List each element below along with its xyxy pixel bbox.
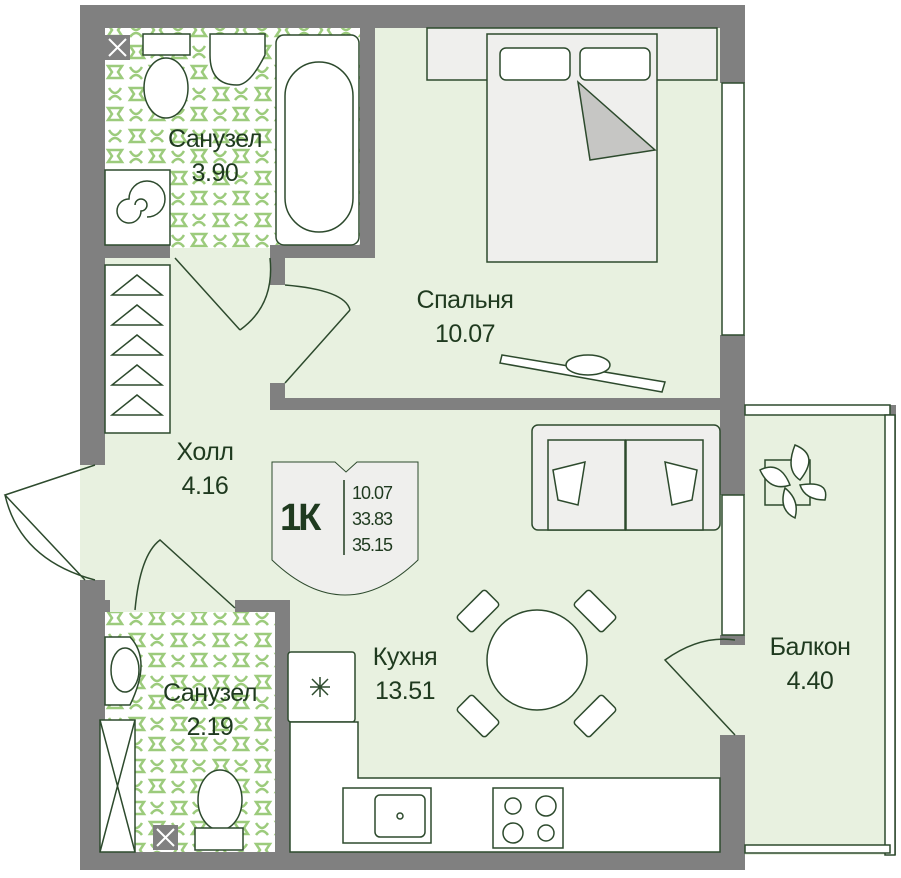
room-area: 10.07	[434, 320, 496, 348]
room-label-bedroom: Спальня 10.07	[390, 283, 540, 351]
living-area: 10.07	[352, 483, 393, 503]
room-label-hall: Холл 4.16	[150, 435, 260, 503]
room-name: Санузел	[163, 679, 257, 707]
room-label-balcony: Балкон 4.40	[750, 630, 870, 698]
bathroom-1-fixtures	[104, 33, 360, 246]
sink-icon	[209, 33, 266, 86]
plant-icon	[759, 444, 827, 520]
apartment-badge	[271, 461, 419, 596]
washing-machine-icon	[104, 169, 171, 246]
sofa-icon	[531, 424, 721, 531]
room-label-bathroom-2: Санузел 2.19	[145, 676, 275, 744]
room-area: 4.16	[181, 472, 229, 500]
dining-table-icon	[456, 589, 617, 738]
room-label-kitchen: Кухня 13.51	[345, 640, 465, 708]
room-name: Кухня	[372, 643, 438, 671]
bed-icon	[426, 27, 718, 263]
room-label-bathroom-1: Санузел 3.90	[150, 122, 280, 190]
room-area: 4.40	[786, 667, 834, 695]
kitchen-counter	[289, 721, 721, 853]
total-area: 33.83	[352, 509, 393, 529]
doors	[3, 257, 736, 736]
total-area-with-balcony: 35.15	[352, 535, 393, 555]
room-name: Холл	[176, 438, 234, 466]
wardrobe-icon	[104, 264, 171, 434]
toilet-icon	[197, 769, 243, 831]
room-name: Санузел	[168, 125, 262, 153]
tv-icon	[499, 354, 666, 393]
walls	[80, 5, 896, 870]
bathroom-2-fixtures	[104, 636, 244, 851]
apartment-areas: 10.07 33.83 35.15	[352, 480, 393, 558]
room-name: Балкон	[769, 633, 851, 661]
room-area: 13.51	[374, 677, 436, 705]
apartment-type: 1К	[280, 497, 321, 539]
room-area: 3.90	[191, 159, 239, 187]
stove-icon	[492, 787, 564, 849]
room-name: Спальня	[416, 286, 514, 314]
room-area: 2.19	[186, 713, 234, 741]
shaft-icon	[99, 719, 136, 853]
toilet-icon	[142, 33, 191, 56]
